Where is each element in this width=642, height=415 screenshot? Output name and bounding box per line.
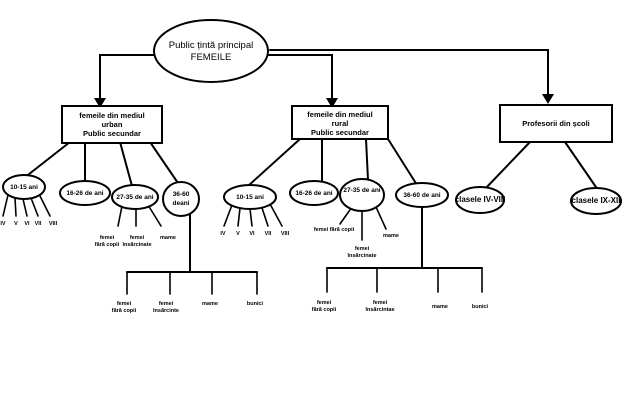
urban-box	[61, 105, 163, 144]
teachers-c2-label: clasele IX-XII	[572, 196, 621, 205]
urban-age-36-60-label2: deani	[173, 200, 190, 207]
rural-grade-vii: VII	[265, 231, 272, 237]
connector-rural-a4	[387, 138, 418, 186]
urban-age-36-60-label1: 36-60	[173, 191, 190, 198]
rural-grade-v: V	[236, 231, 240, 237]
connector-rural-27-c1	[339, 206, 353, 225]
rural-branch: femeile din mediul rural Public secundar…	[220, 105, 489, 313]
rural-age-16-26	[289, 180, 339, 206]
rural-box	[291, 105, 389, 140]
urban-27-c1-line1: femei	[100, 235, 115, 241]
teachers-c2-ellipse	[570, 187, 622, 215]
rural-grade-vi: VI	[249, 231, 255, 237]
urban-box-line1: femeile din mediul	[79, 111, 144, 120]
arrowhead-rural	[326, 98, 338, 108]
connector-urban-a3	[119, 141, 133, 187]
urban-age-36-60	[162, 181, 200, 217]
urban-grade-viii: VIII	[49, 221, 58, 227]
urban-age-16-26-label: 16-26 de ani	[66, 190, 103, 197]
connector-urban-27-c1	[117, 205, 123, 227]
urban-box-line2: urban	[102, 120, 123, 129]
rural-b1-line1: femei	[317, 300, 332, 306]
rural-age-27-35-label: 27-35 de ani	[343, 187, 380, 194]
rural-grade-iv: IV	[220, 231, 226, 237]
urban-b2-line2: însărcinte	[152, 308, 179, 314]
urban-grade-vii: VII	[35, 221, 42, 227]
urban-age-27-35-label: 27-35 de ani	[116, 194, 153, 201]
connector-urban-a4	[149, 141, 181, 187]
connector-root-rural	[264, 54, 333, 105]
rural-b4: bunici	[472, 304, 489, 310]
rural-box-line3: Public secundar	[311, 128, 369, 137]
connector-rural-a3	[365, 138, 369, 181]
urban-27-c2-line2: însărcinate	[121, 242, 151, 248]
urban-b1-line2: fără copii	[112, 308, 137, 314]
rural-age-27-35	[339, 178, 385, 212]
rural-age-10-15-label: 10-15 ani	[236, 194, 264, 201]
teachers-c1-ellipse	[455, 186, 505, 214]
teachers-branch: Profesorii din școli clasele IV-VIII cla…	[455, 104, 622, 215]
root-ellipse	[153, 19, 269, 83]
connector-rural-27-c3	[375, 206, 387, 230]
root-title: Public țintă principal	[169, 40, 254, 51]
rural-27-c3: mame	[383, 233, 399, 239]
root-subtitle: FEMEILE	[191, 52, 232, 63]
arrowhead-teachers	[542, 94, 554, 104]
connector-teachers-c2	[564, 141, 599, 191]
urban-grade-v: V	[14, 221, 18, 227]
rural-grade-lines	[223, 203, 283, 227]
rural-b2-line1: femei	[373, 300, 388, 306]
teachers-c1-label: clasele IV-VIII	[455, 195, 506, 204]
rural-27-c2-line2: însărcinate	[346, 253, 376, 259]
rural-box-line2: rural	[332, 119, 349, 128]
teachers-box	[499, 104, 613, 143]
connector-root-teachers	[269, 49, 549, 101]
urban-grade-iv: IV	[0, 221, 6, 227]
rural-27-c2-line1: femei	[355, 246, 370, 252]
urban-age-10-15	[2, 174, 46, 200]
urban-age-27-35	[111, 184, 159, 210]
urban-age-16-26	[59, 180, 111, 206]
rural-age-16-26-label: 16-26 de ani	[295, 190, 332, 197]
urban-box-line3: Public secundar	[83, 129, 141, 138]
urban-27-c1-line2: fără copii	[95, 242, 120, 248]
rural-b1-line2: fără copii	[312, 307, 337, 313]
arrowhead-urban	[94, 98, 106, 108]
urban-27-c2-line1: femei	[130, 235, 145, 241]
rural-age-36-60-label: 36-60 de ani	[403, 192, 440, 199]
root-connectors	[94, 49, 554, 108]
connector-root-urban	[99, 54, 161, 105]
root-node: Public țintă principal FEMEILE	[153, 19, 269, 83]
connector-urban-27-c3	[147, 204, 162, 227]
urban-age-10-15-label: 10-15 ani	[10, 184, 38, 191]
teachers-box-label: Profesorii din școli	[522, 119, 590, 128]
rural-27-c1: femei fără copii	[314, 227, 355, 233]
urban-b1-line1: femei	[117, 301, 132, 307]
urban-grade-vi: VI	[24, 221, 30, 227]
urban-27-c3: mame	[160, 235, 176, 241]
rural-box-line1: femeile din mediul	[307, 110, 372, 119]
urban-b2-line1: femei	[159, 301, 174, 307]
connector-urban-a1	[23, 141, 71, 179]
urban-grade-lines	[2, 193, 51, 217]
connector-teachers-c1	[483, 141, 531, 191]
rural-age-36-60	[395, 182, 449, 208]
urban-b3: mame	[202, 301, 218, 307]
urban-branch: femeile din mediul urban Public secundar…	[0, 105, 264, 314]
rural-grade-viii: VIII	[281, 231, 290, 237]
urban-b4: bunici	[247, 301, 264, 307]
rural-b2-line2: însărcintae	[364, 307, 394, 313]
rural-b3: mame	[432, 304, 448, 310]
rural-age-10-15	[223, 184, 277, 210]
connector-rural-a1	[247, 138, 301, 187]
